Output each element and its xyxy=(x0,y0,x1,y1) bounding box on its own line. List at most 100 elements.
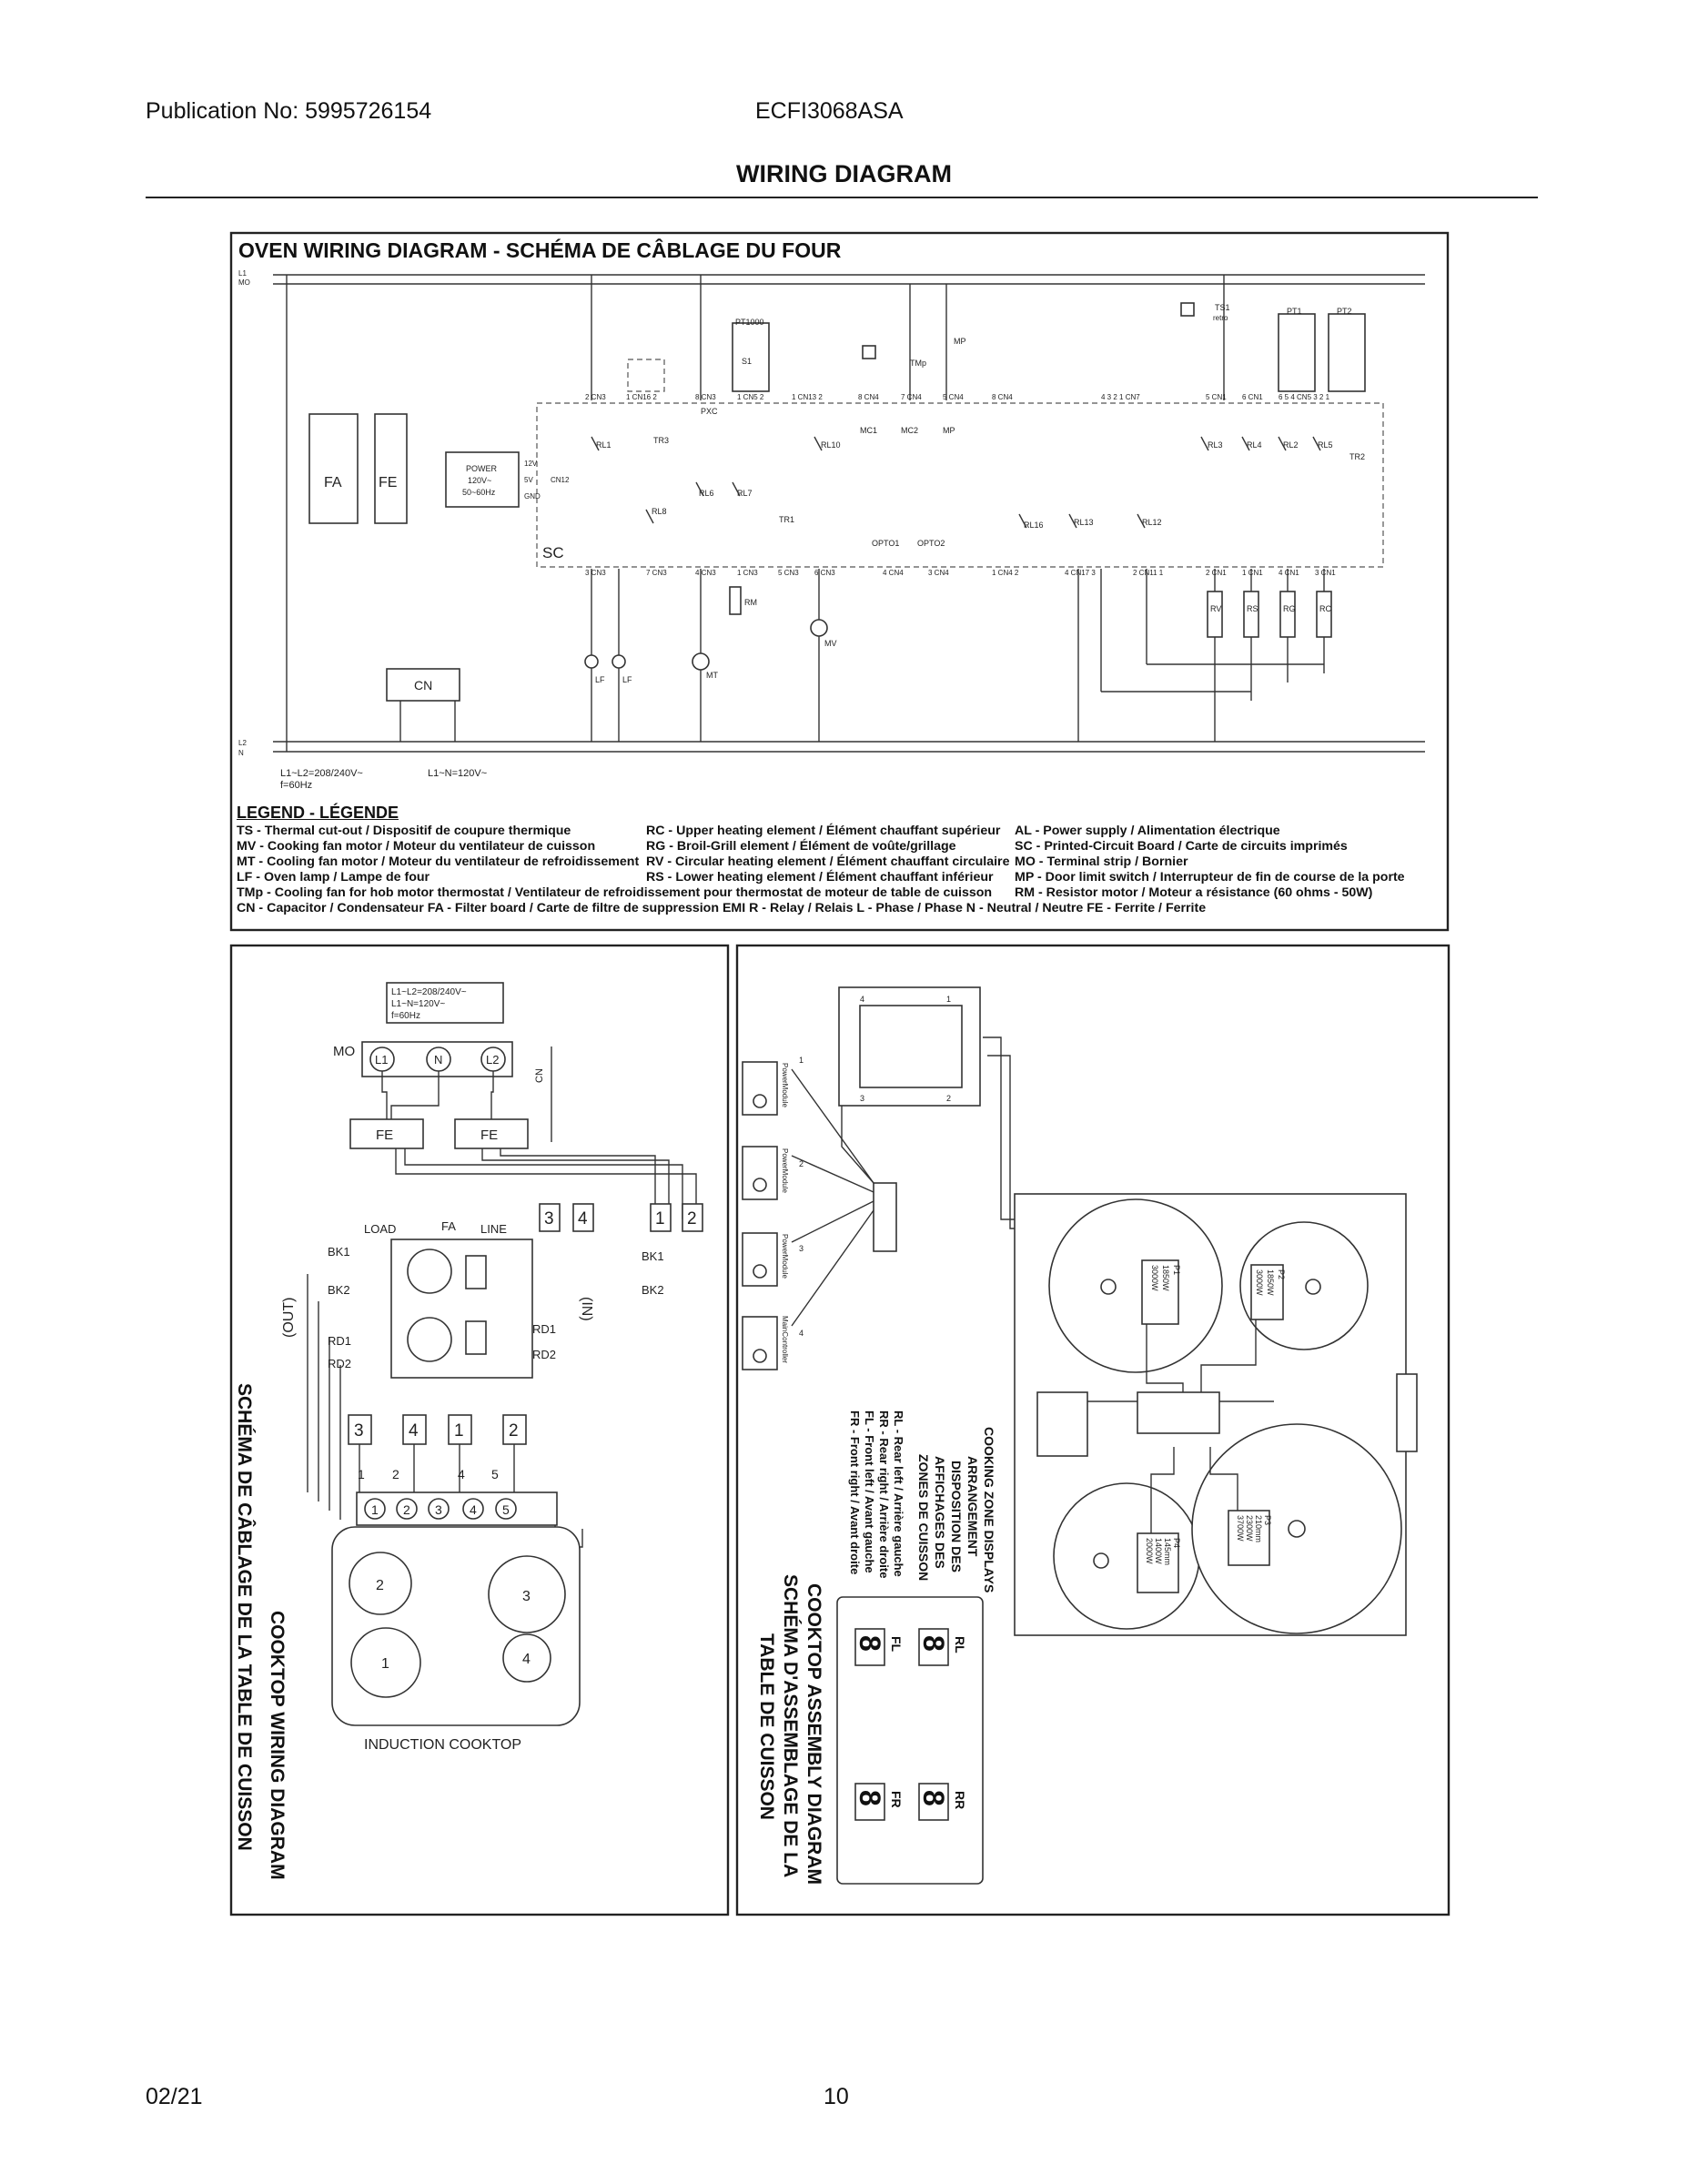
filter-coil-2 xyxy=(407,1317,452,1362)
svg-text:AFFICHAGES DES: AFFICHAGES DES xyxy=(933,1456,947,1569)
svg-text:2: 2 xyxy=(509,1421,519,1441)
svg-text:RL12: RL12 xyxy=(1142,518,1162,527)
power-modules: PowerModule PowerModule PowerModule Main… xyxy=(742,1056,804,1370)
bottom-block-row: 3 4 1 2 xyxy=(348,1414,527,1445)
svg-text:RS: RS xyxy=(1247,604,1258,613)
rd1-left-label: RD1 xyxy=(328,1334,351,1348)
svg-text:7 CN3: 7 CN3 xyxy=(646,569,667,577)
cooktop-assembly-diagram: COOKTOP ASSEMBLY DIAGRAM SCHÉMA D'ASSEMB… xyxy=(735,944,1450,1916)
mt-motor xyxy=(692,652,710,671)
control-relay-box xyxy=(1036,1391,1088,1457)
mt-label: MT xyxy=(706,671,718,680)
rd2-right-label: RD2 xyxy=(532,1348,556,1361)
svg-text:OPTO1: OPTO1 xyxy=(872,539,899,548)
svg-text:ARRANGEMENT: ARRANGEMENT xyxy=(965,1456,980,1557)
svg-text:8: 8 xyxy=(854,1635,886,1652)
svg-text:RV: RV xyxy=(1210,604,1221,613)
rm-label: RM xyxy=(744,598,757,607)
relay-switch-symbols xyxy=(591,436,1321,529)
heating-elements: RV RS RG RC xyxy=(1207,591,1332,638)
rm-resistor xyxy=(729,586,742,615)
svg-text:1: 1 xyxy=(371,1502,379,1517)
svg-text:TR3: TR3 xyxy=(653,436,669,445)
lf-label-2: LF xyxy=(622,675,632,684)
mo-label: MO xyxy=(333,1044,355,1059)
cn12-label: CN12 xyxy=(551,476,570,484)
mp-label: MP xyxy=(954,337,966,346)
svg-text:4: 4 xyxy=(522,1652,531,1667)
cn-wire-label: CN xyxy=(534,1068,545,1083)
svg-text:TR1: TR1 xyxy=(779,515,794,524)
svg-text:8: 8 xyxy=(854,1790,886,1806)
svg-text:PowerModule: PowerModule xyxy=(781,1234,789,1279)
svg-text:RL6: RL6 xyxy=(699,489,714,498)
cooktop-terminal-block xyxy=(356,1491,558,1526)
bottom-connectors: 3 CN3 7 CN3 4 CN3 1 CN3 5 CN3 6 CN3 4 CN… xyxy=(585,569,1336,577)
cooktop-terminals: 1 2 3 4 5 xyxy=(364,1498,517,1520)
svg-text:RL7: RL7 xyxy=(737,489,753,498)
svg-text:1 CN16 2: 1 CN16 2 xyxy=(626,393,657,401)
in-label: (IN) xyxy=(579,1297,594,1321)
board-relays: RL1 TR3 RL8 RL6 RL7 TR1 RL10 MC1 MC2 MP … xyxy=(596,426,1365,548)
svg-text:6 CN3: 6 CN3 xyxy=(814,569,835,577)
legend-row: TMp - Cooling fan for hob motor thermost… xyxy=(237,885,1373,900)
lf-lamp-1 xyxy=(584,654,599,669)
p1-power-1: 1850W xyxy=(1161,1265,1170,1291)
pt1000-label: PT1000 xyxy=(735,318,764,327)
terminal-n-label: N xyxy=(434,1053,442,1067)
svg-text:4: 4 xyxy=(860,995,864,1004)
zone-displays: 8 8 8 8 RL FL RR FR xyxy=(854,1628,967,1821)
legend-row: TS - Thermal cut-out / Dispositif de cou… xyxy=(237,824,1280,838)
burner-p3-sensor xyxy=(1288,1520,1306,1538)
cn-capacitor xyxy=(386,668,460,702)
svg-text:RL - Rear left / Arrière gauch: RL - Rear left / Arrière gauche xyxy=(892,1410,905,1577)
p2-power-1: 1850W xyxy=(1266,1269,1275,1296)
pxc-label: PXC xyxy=(701,407,718,416)
sc-control-board xyxy=(536,402,1384,568)
svg-text:RL10: RL10 xyxy=(821,440,841,450)
oven-panel-frame xyxy=(229,231,1450,932)
svg-text:3 CN1: 3 CN1 xyxy=(1315,569,1336,577)
svg-text:RL3: RL3 xyxy=(1208,440,1223,450)
svg-text:MC1: MC1 xyxy=(860,426,877,435)
bk2-left-label: BK2 xyxy=(328,1283,350,1297)
fe-ferrite-1 xyxy=(349,1118,424,1149)
svg-text:1 CN1: 1 CN1 xyxy=(1242,569,1263,577)
bk1-right-label: BK1 xyxy=(642,1249,664,1263)
mv-motor xyxy=(810,619,828,637)
svg-text:3: 3 xyxy=(522,1589,531,1604)
pin-5v: 5V xyxy=(524,476,533,484)
svg-text:1 CN3: 1 CN3 xyxy=(737,569,758,577)
label-n: N xyxy=(238,749,244,757)
svg-text:MainController: MainController xyxy=(781,1316,789,1363)
s1-label: S1 xyxy=(742,357,752,366)
cooktop-voltage-box xyxy=(386,982,504,1024)
svg-text:DISPOSITION DES: DISPOSITION DES xyxy=(949,1461,964,1572)
power-supply-box xyxy=(445,451,520,508)
svg-text:8 CN3: 8 CN3 xyxy=(695,393,716,401)
p2-label-plate xyxy=(1250,1264,1284,1320)
svg-text:FR - Front right / Avant droit: FR - Front right / Avant droite xyxy=(848,1410,862,1574)
pt1000-probe xyxy=(732,322,770,392)
tmp-label: TMp xyxy=(910,359,926,368)
svg-text:RL16: RL16 xyxy=(1024,521,1044,530)
p1-name: P1 xyxy=(1172,1265,1181,1275)
pt1-probe xyxy=(1278,313,1316,392)
mv-label: MV xyxy=(824,639,837,648)
svg-text:PowerModule: PowerModule xyxy=(781,1063,789,1107)
bk2-right-label: BK2 xyxy=(642,1283,664,1297)
filter-cap-2 xyxy=(465,1320,487,1355)
fe-ferrite xyxy=(374,413,408,524)
svg-text:RC: RC xyxy=(1319,604,1331,613)
assembly-title-2: SCHÉMA D'ASSEMBLAGE DE LA xyxy=(780,1574,801,1877)
fa-filter-board xyxy=(308,413,359,524)
svg-text:6 5 4 CN5 3 2 1: 6 5 4 CN5 3 2 1 xyxy=(1279,393,1330,401)
publication-number: Publication No: 5995726154 xyxy=(146,98,432,124)
svg-text:ZONES DE CUISSON: ZONES DE CUISSON xyxy=(916,1454,931,1581)
fe-label: FE xyxy=(379,475,397,490)
svg-text:4 CN3: 4 CN3 xyxy=(695,569,716,577)
oven-diagram-title: OVEN WIRING DIAGRAM - SCHÉMA DE CÂBLAGE … xyxy=(238,238,842,262)
fa-label: FA xyxy=(441,1219,456,1233)
ts1-label: TS1 xyxy=(1215,303,1230,312)
p3-name: P3 xyxy=(1263,1515,1272,1525)
